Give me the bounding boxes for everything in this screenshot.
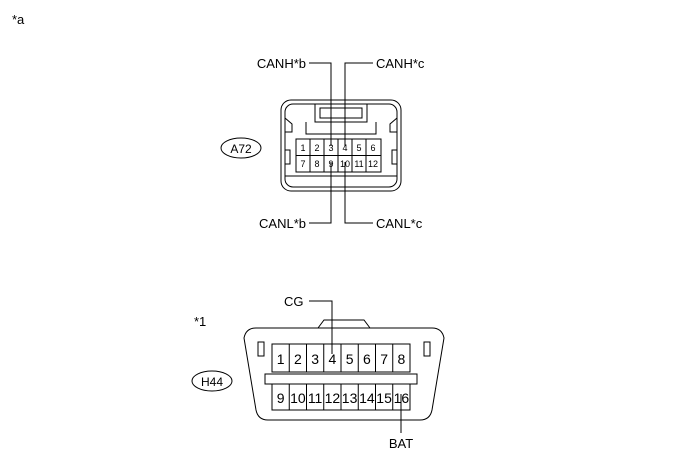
connector-h44-wires xyxy=(309,300,402,433)
pin-h44-1: 1 xyxy=(277,351,285,367)
connector-h44-right-slot xyxy=(423,341,431,357)
pin-a72-7: 7 xyxy=(300,159,305,169)
label-canh-c: CANH*c xyxy=(376,56,425,71)
wire-cg xyxy=(309,300,333,354)
pin-a72-5: 5 xyxy=(356,143,361,153)
connector-a72-left-slot xyxy=(284,149,291,165)
connector-a72-right-notch-top xyxy=(389,117,398,133)
pin-a72-3: 3 xyxy=(328,143,333,153)
pin-h44-9: 9 xyxy=(277,390,285,406)
pin-h44-3: 3 xyxy=(311,351,319,367)
pin-h44-2: 2 xyxy=(294,351,302,367)
connector-a72-id-ellipse xyxy=(220,137,262,159)
connector-a72-wire-labels: CANH*b CANH*c CANL*b CANL*c xyxy=(257,56,425,231)
pin-h44-13: 13 xyxy=(342,390,358,406)
wire-canh-b xyxy=(309,62,332,146)
wire-canl-b xyxy=(309,162,332,224)
label-bat: BAT xyxy=(389,436,413,451)
connector-a72-right-slot xyxy=(391,149,398,165)
pin-h44-10: 10 xyxy=(290,390,306,406)
pin-h44-14: 14 xyxy=(359,390,375,406)
connector-h44 xyxy=(243,319,445,421)
connector-a72-latch-frame xyxy=(305,122,377,135)
connector-a72-housing xyxy=(280,99,402,192)
connector-a72 xyxy=(280,99,402,192)
connector-h44-left-slot xyxy=(257,341,265,357)
pin-h44-6: 6 xyxy=(363,351,371,367)
pin-h44-4: 4 xyxy=(329,351,337,367)
pin-a72-6: 6 xyxy=(370,143,375,153)
connector-a72-latch-outer xyxy=(314,103,368,123)
pin-a72-11: 11 xyxy=(354,159,363,169)
pin-a72-2: 2 xyxy=(314,143,319,153)
wire-canl-c xyxy=(344,162,373,224)
pin-a72-1: 1 xyxy=(300,143,305,153)
pin-h44-7: 7 xyxy=(380,351,388,367)
pin-a72-12: 12 xyxy=(368,159,378,169)
pin-h44-15: 15 xyxy=(376,390,392,406)
connector-a72-wires xyxy=(309,62,373,224)
label-canl-b: CANL*b xyxy=(259,216,306,231)
connector-a72-id: A72 xyxy=(230,142,252,156)
pin-h44-8: 8 xyxy=(398,351,406,367)
connector-h44-id-ellipse xyxy=(191,370,233,392)
label-cg: CG xyxy=(284,294,304,309)
connector-h44-housing xyxy=(243,327,445,421)
connector-h44-id: H44 xyxy=(201,375,223,389)
wire-canh-c xyxy=(344,62,373,146)
connector-a72-left-notch-top xyxy=(284,117,293,133)
pin-h44-12: 12 xyxy=(325,390,341,406)
pin-h44-16: 16 xyxy=(394,390,410,406)
connector-h44-key xyxy=(317,319,371,329)
pin-h44-5: 5 xyxy=(346,351,354,367)
connector-h44-separator xyxy=(264,373,418,385)
label-star-1: *1 xyxy=(194,314,206,329)
connector-h44-pin-labels: 1 2 3 4 5 6 7 8 9 10 11 12 13 14 15 16 xyxy=(277,351,410,406)
pin-h44-11: 11 xyxy=(308,390,323,406)
label-star-a: *a xyxy=(12,12,25,27)
connector-a72-latch-inner xyxy=(319,107,363,119)
label-canh-b: CANH*b xyxy=(257,56,306,71)
pin-a72-4: 4 xyxy=(342,143,347,153)
label-canl-c: CANL*c xyxy=(376,216,423,231)
pin-a72-8: 8 xyxy=(314,159,319,169)
